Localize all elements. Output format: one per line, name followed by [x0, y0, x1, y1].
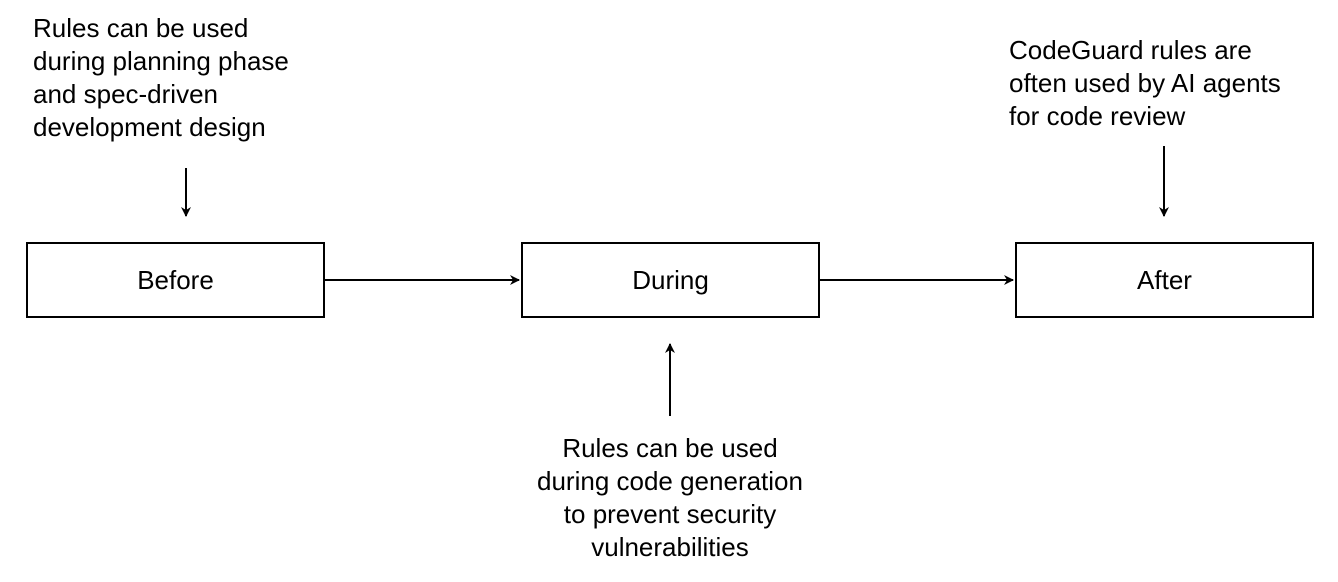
- note-before-line: during planning phase: [33, 46, 289, 76]
- note-during-line: Rules can be used: [562, 433, 778, 463]
- stage-during-box: During: [521, 242, 820, 318]
- note-after-line: CodeGuard rules are: [1009, 35, 1252, 65]
- stage-after-label: After: [1137, 264, 1192, 295]
- note-before-line: development design: [33, 112, 266, 142]
- note-before-line: Rules can be used: [33, 13, 249, 43]
- note-during-line: to prevent security: [563, 499, 777, 529]
- stage-after-box: After: [1015, 242, 1314, 318]
- note-during-line: during code generation: [537, 466, 803, 496]
- note-before: Rules can be used during planning phase …: [33, 12, 289, 144]
- stage-before-label: Before: [137, 264, 214, 295]
- note-before-line: and spec-driven: [33, 79, 218, 109]
- note-after-line: for code review: [1009, 101, 1186, 131]
- note-after-line: often used by AI agents: [1009, 68, 1281, 98]
- stage-during-label: During: [632, 264, 709, 295]
- note-after: CodeGuard rules are often used by AI age…: [1009, 34, 1281, 133]
- note-during-line: vulnerabilities: [591, 532, 749, 562]
- note-during: Rules can be used during code generation…: [470, 432, 870, 564]
- stage-before-box: Before: [26, 242, 325, 318]
